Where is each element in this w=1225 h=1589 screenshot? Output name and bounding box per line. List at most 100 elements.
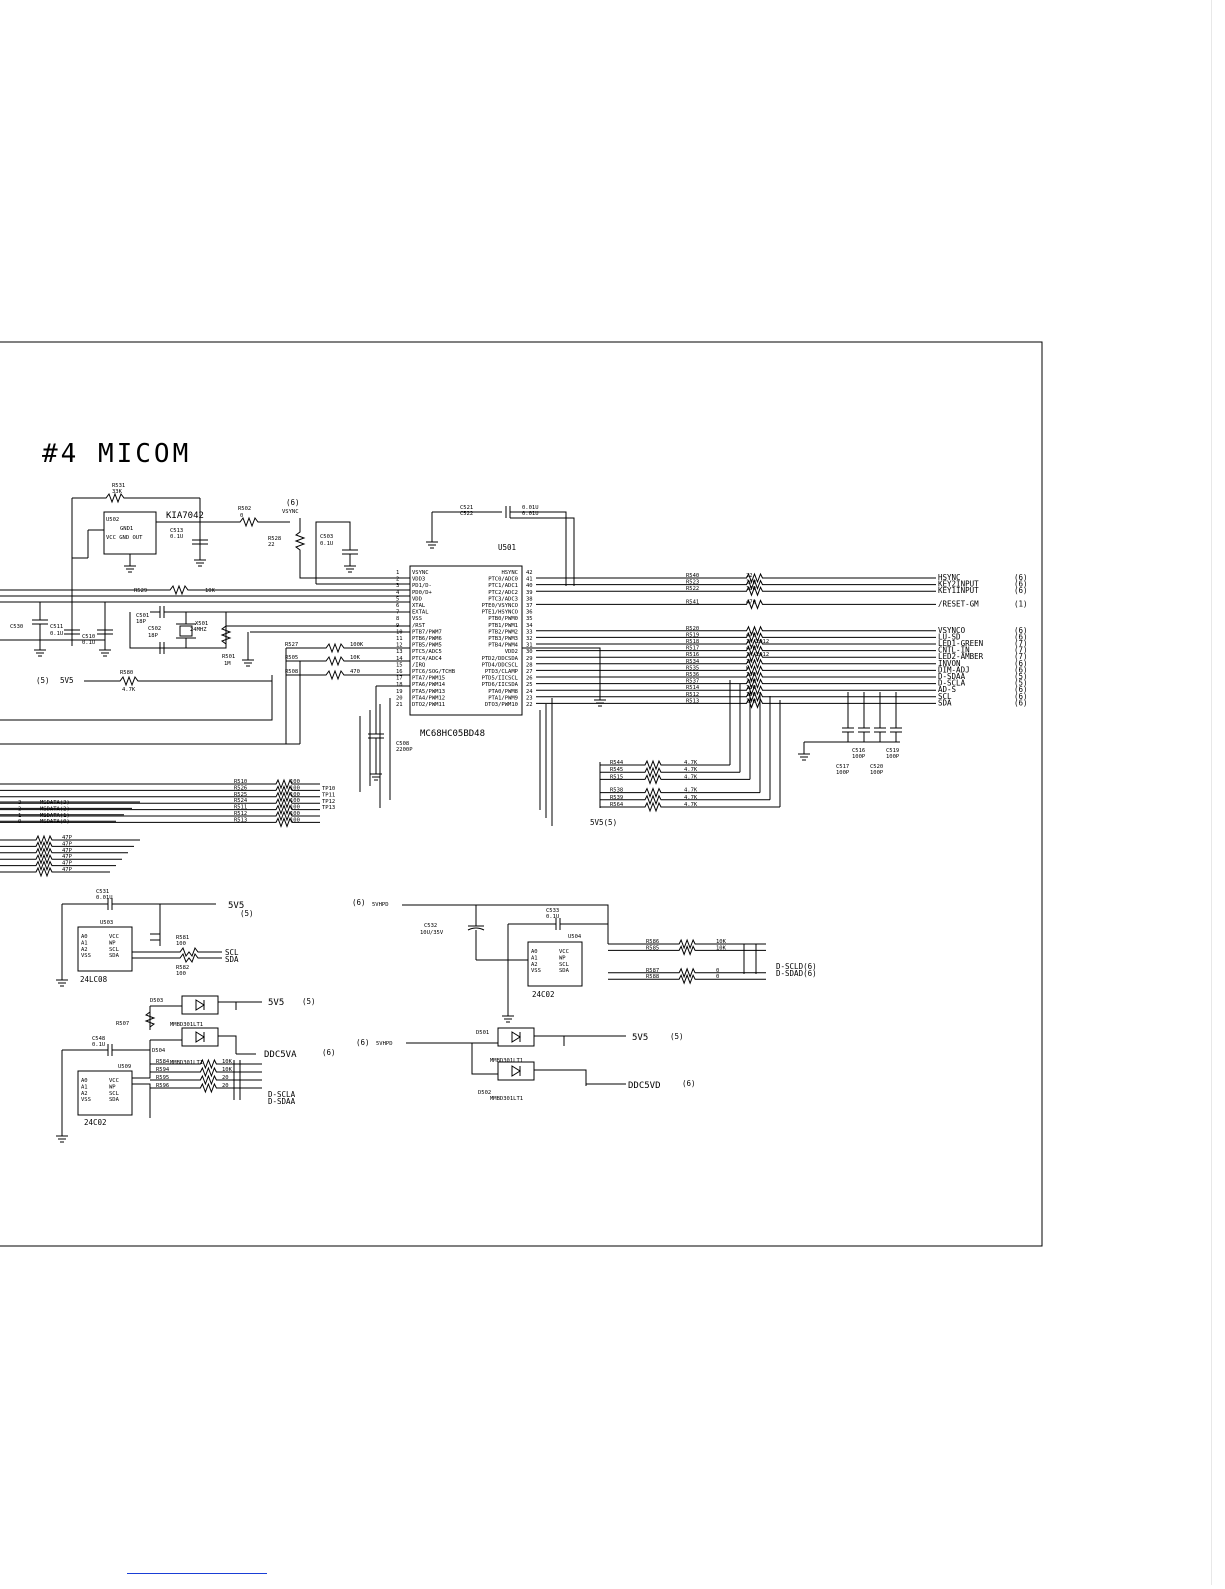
mcu-pin-name: PTC0/ADC0 [488, 577, 518, 583]
resistor-val: 1K/2012 [746, 639, 769, 645]
r528-ref: R528 [268, 536, 281, 542]
mcu-pin-name: PTD3/CLAMP [485, 669, 519, 675]
d503-part: MMBD301LT1 [170, 1022, 203, 1028]
pullup-val: 4.7K [684, 760, 698, 766]
u509-body [77, 1070, 133, 1116]
test-point: TP13 [322, 805, 335, 811]
net-label: AD-S [938, 685, 957, 694]
msdata-res-val: 100 [290, 817, 300, 823]
resistor-val: 470 [746, 646, 756, 652]
mcu-pin-name: PTB2/PWM2 [488, 629, 518, 635]
filter-cap [858, 692, 870, 742]
msdata-cap [0, 853, 80, 865]
r501-val: 1M [224, 661, 231, 667]
u503-supply-ref: (5) [240, 909, 254, 918]
sheet-ref: (6) [1014, 692, 1028, 701]
x501-val: 24MHZ [190, 627, 207, 633]
msdata-cap [0, 860, 80, 872]
mcu-pin-num: 40 [526, 583, 533, 589]
pullup-ref: R515 [610, 774, 623, 780]
mcu-pin-name: PTC4/ADC4 [412, 656, 442, 662]
msdata-resistor [240, 784, 320, 796]
mcu-pin-name: PTB1/PWM1 [488, 623, 518, 629]
test-point: TP11 [322, 792, 335, 798]
eeprom-pin: SDA [559, 968, 570, 974]
u503-part: 24LC08 [80, 975, 108, 984]
mcu-pin-name: PD1/D- [412, 583, 432, 589]
c513-val: 0.1U [170, 534, 183, 540]
r527-ref: R527 [285, 642, 298, 648]
cap-val: 100P [886, 754, 900, 760]
eeprom-pin: A1 [81, 940, 88, 946]
mcu-pin-num: 29 [526, 656, 533, 662]
regulator-part: KIA7042 [166, 511, 204, 521]
r582-ref: R582 [176, 965, 189, 971]
msdata-res-ref: R511 [234, 805, 247, 811]
x501-ref: X501 [195, 621, 208, 627]
regulator-pins: VCC GND OUT [106, 535, 143, 541]
resistor-ref: R586 [646, 939, 659, 945]
resistor-val: 100 [746, 672, 756, 678]
mcu-pin-num: 37 [526, 603, 533, 609]
c530-ref: C530 [10, 624, 23, 630]
resistor-val: 100 [746, 679, 756, 685]
pullup-val: 4.7K [684, 767, 698, 773]
series-resistor [670, 579, 840, 591]
resistor-val: 20 [222, 1075, 229, 1081]
resistor-ref: R595 [156, 1075, 169, 1081]
mcu-pin-num: 16 [396, 669, 403, 675]
mcu-ref: U501 [498, 543, 516, 552]
vsync-label: VSYNC [282, 509, 299, 515]
mcu-pin-name: PTA0/PWM8 [488, 689, 518, 695]
dr-out1-ref: (5) [670, 1032, 684, 1041]
u503-ref: U503 [100, 920, 113, 926]
mcu-pin-name: PTB4/PWM4 [488, 643, 518, 649]
mcu-pin-name: PTD2/DDCSDA [482, 656, 519, 662]
c508-ref: C508 [396, 741, 409, 747]
series-resistor [670, 625, 840, 637]
msdata-resistor [240, 810, 320, 822]
resistor-val: 100 [746, 580, 756, 586]
resistor-val: 0 [716, 974, 719, 980]
mcu-pin-name: EXTAL [412, 610, 429, 616]
u504-part: 24C02 [532, 990, 555, 999]
d502-ref: D502 [478, 1090, 491, 1096]
cap-ref: C517 [836, 764, 849, 770]
mcu-pin-num: 7 [396, 610, 399, 616]
mcu-pin-name: PTC6/SOG/TCHB [412, 669, 456, 675]
mcu-pin-num: 11 [396, 636, 403, 642]
mcu-pin-num: 18 [396, 682, 403, 688]
mcu-pin-name: PTC1/ADC1 [488, 583, 518, 589]
mcu-pin-num: 22 [526, 702, 533, 708]
net-label: LED2-AMBER [938, 652, 984, 661]
resistor-ref: R512 [686, 692, 699, 698]
cap-val: 47P [62, 854, 73, 860]
c511-val: 0.1U [50, 631, 63, 637]
sheet-ref: (6) [1014, 632, 1028, 641]
c502-ref: C502 [148, 626, 161, 632]
eeprom-pin: WP [559, 955, 566, 961]
mcu-part: MC68HC05BD48 [420, 729, 485, 739]
eeprom-resistor [608, 973, 766, 985]
resistor-val: 100 [746, 692, 756, 698]
c548-val: 0.1U [92, 1042, 105, 1048]
mcu-pin-name: PTA6/PWM14 [412, 682, 446, 688]
c531-ref: C531 [96, 889, 109, 895]
regulator-gnd: GND1 [120, 526, 133, 532]
series-resistor [670, 691, 840, 703]
c513-ref: C513 [170, 528, 183, 534]
footer-link-underline[interactable] [127, 1573, 267, 1574]
net-label: KEY1INPUT [938, 586, 979, 595]
r502-val: 0 [240, 513, 243, 519]
u503-body [77, 926, 133, 972]
mcu-pin-num: 4 [396, 590, 400, 596]
net-label: SCL [938, 692, 952, 701]
mcu-pin-name: PTB0/PWM0 [488, 616, 518, 622]
out2-label: DDC5VA [264, 1050, 297, 1060]
mcu-pin-name: PTA4/PWM12 [412, 695, 445, 701]
pullup-ref: R539 [610, 795, 623, 801]
cap-val: 47P [62, 835, 73, 841]
resistor-ref: R541 [686, 599, 699, 605]
out2-ref: (6) [322, 1048, 336, 1057]
